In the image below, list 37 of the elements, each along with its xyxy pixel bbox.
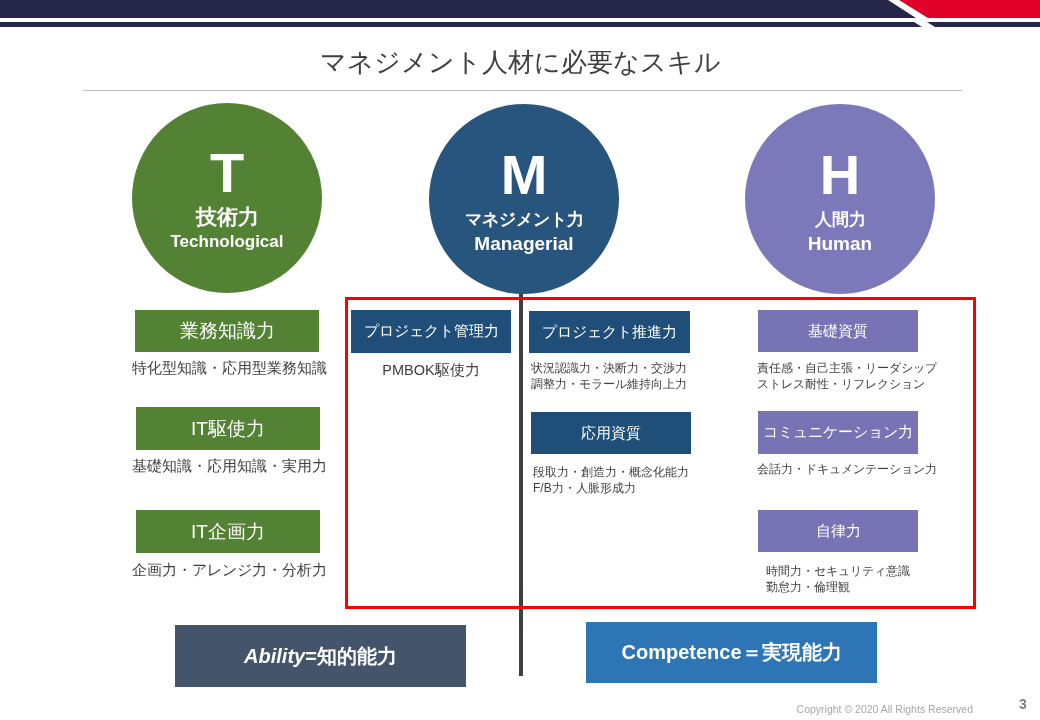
category-box: コミュニケーション力 bbox=[758, 411, 918, 454]
highlight-frame bbox=[345, 297, 976, 609]
circle-letter: M bbox=[500, 143, 548, 207]
skill-description: 時間力・セキュリティ意識 bbox=[766, 564, 910, 579]
skill-description: F/B力・人脈形成力 bbox=[533, 481, 636, 496]
circle-title: 人間力 bbox=[814, 209, 866, 231]
skill-description: 責任感・自己主張・リーダシップ bbox=[757, 361, 937, 376]
skill-description: 段取力・創造力・概念化能力 bbox=[533, 465, 689, 480]
category-box: IT企画力 bbox=[136, 510, 320, 553]
circle-letter: H bbox=[819, 143, 861, 207]
skill-description: 勤怠力・倫理観 bbox=[766, 579, 850, 595]
skill-description: PMBOK駆使力 bbox=[382, 361, 480, 379]
category-box: 基礎資質 bbox=[758, 310, 918, 352]
category-box: 自律力 bbox=[758, 510, 918, 552]
skill-description: 基礎知識・応用知識・実用力 bbox=[131, 457, 327, 475]
circle-letter: T bbox=[209, 143, 245, 203]
circle-subtitle: Managerial bbox=[474, 233, 574, 255]
skill-description: 企画力・アレンジ力・分析力 bbox=[131, 561, 327, 579]
skill-description: ストレス耐性・リフレクション bbox=[757, 376, 925, 392]
category-box: 業務知識力 bbox=[135, 310, 319, 352]
skill-description: 会話力・ドキュメンテーション力 bbox=[757, 462, 937, 477]
category-box: IT駆使力 bbox=[136, 407, 320, 450]
skill-description: 特化型知識・応用型業務知識 bbox=[131, 359, 327, 377]
circle-subtitle: Technological bbox=[170, 231, 284, 253]
summary-box: Ability=知的能力 bbox=[175, 625, 466, 687]
circle-subtitle: Human bbox=[807, 233, 873, 255]
summary-box: Competence＝実現能力 bbox=[586, 622, 877, 683]
circle-title: マネジメント力 bbox=[464, 209, 584, 231]
category-box: 応用資質 bbox=[531, 412, 691, 454]
page-number: 3 bbox=[1019, 696, 1027, 713]
skill-description: 調整力・モラール維持向上力 bbox=[531, 376, 687, 392]
copyright-note: Copyright © 2020 All Rights Reserved bbox=[796, 703, 973, 716]
category-box: プロジェクト推進力 bbox=[529, 311, 690, 353]
category-box: プロジェクト管理力 bbox=[351, 310, 511, 353]
circle-title: 技術力 bbox=[195, 204, 259, 230]
title: マネジメント人材に必要なスキル bbox=[319, 46, 721, 79]
skill-description: 状況認識力・決断力・交渉力 bbox=[531, 361, 687, 376]
